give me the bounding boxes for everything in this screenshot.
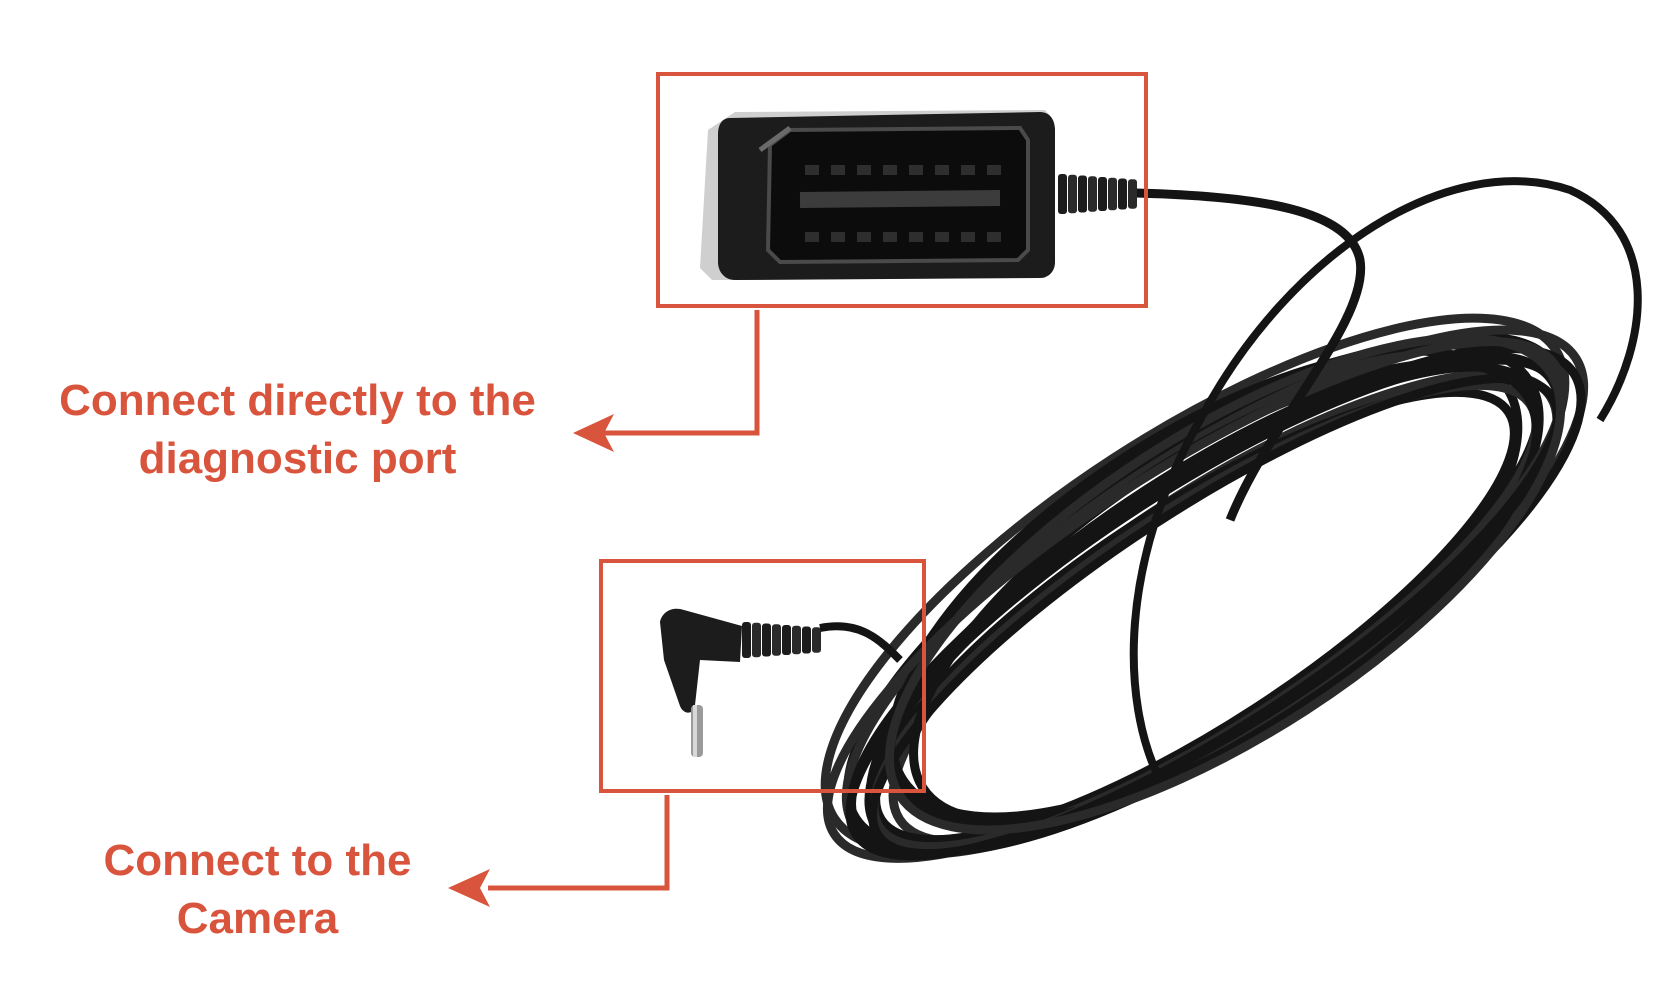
obd-pin: [961, 165, 975, 175]
strain-relief-ring: [1098, 177, 1107, 211]
obd-pin: [831, 165, 845, 175]
obd-cable-lead: [1134, 188, 1366, 522]
obd-highlight-box: [656, 72, 1148, 308]
strain-relief-ring: [1078, 175, 1087, 213]
strain-relief-ring: [802, 626, 811, 654]
obd-port-caption-line1: Connect directly to the: [59, 376, 536, 425]
obd-pin: [961, 232, 975, 242]
obd-pin: [987, 165, 1001, 175]
obd-port-caption: Connect directly to the diagnostic port: [20, 372, 575, 488]
obd-connector-icon: [700, 110, 1137, 280]
coil-loop: [884, 333, 1566, 835]
outer-cable-loop: [1129, 177, 1642, 782]
obd-pin: [805, 165, 819, 175]
strain-relief-ring: [792, 625, 801, 655]
strain-relief-ring: [1108, 177, 1117, 211]
strain-relief-ring: [812, 627, 821, 653]
obd-pin: [987, 232, 1001, 242]
obd-pin: [935, 232, 949, 242]
obd-pin: [857, 232, 871, 242]
obd-pin: [883, 165, 897, 175]
obd-pin: [857, 165, 871, 175]
obd-pin: [909, 165, 923, 175]
strain-relief-ring: [1088, 176, 1097, 212]
camera-highlight-box: [599, 559, 926, 793]
camera-caption-line2: Camera: [176, 894, 339, 943]
strain-relief-ring: [742, 622, 751, 658]
obd-pin: [935, 165, 949, 175]
strain-relief-ring: [1068, 174, 1077, 214]
strain-relief-ring: [752, 622, 761, 658]
cable-coil: [820, 313, 1589, 863]
strain-relief-ring: [1128, 179, 1137, 209]
obd-pin: [883, 232, 897, 242]
obd-pin: [805, 232, 819, 242]
strain-relief-ring: [762, 623, 771, 657]
obd-pin: [909, 232, 923, 242]
camera-arrowhead: [448, 869, 490, 907]
camera-caption-line1: Connect to the: [103, 836, 412, 885]
strain-relief-ring: [772, 624, 781, 656]
obd-leader-line: [600, 310, 760, 436]
strain-relief-ring: [1058, 174, 1067, 214]
obd-port-caption-line2: diagnostic port: [138, 434, 457, 483]
camera-caption: Connect to the Camera: [70, 832, 445, 948]
camera-leader-line: [488, 795, 670, 891]
strain-relief-ring: [1118, 178, 1127, 210]
obd-arrowhead: [573, 414, 614, 452]
strain-relief-ring: [782, 625, 791, 655]
camera-plug-icon: [660, 608, 903, 757]
coil-loop: [886, 340, 1544, 828]
obd-pin: [831, 232, 845, 242]
